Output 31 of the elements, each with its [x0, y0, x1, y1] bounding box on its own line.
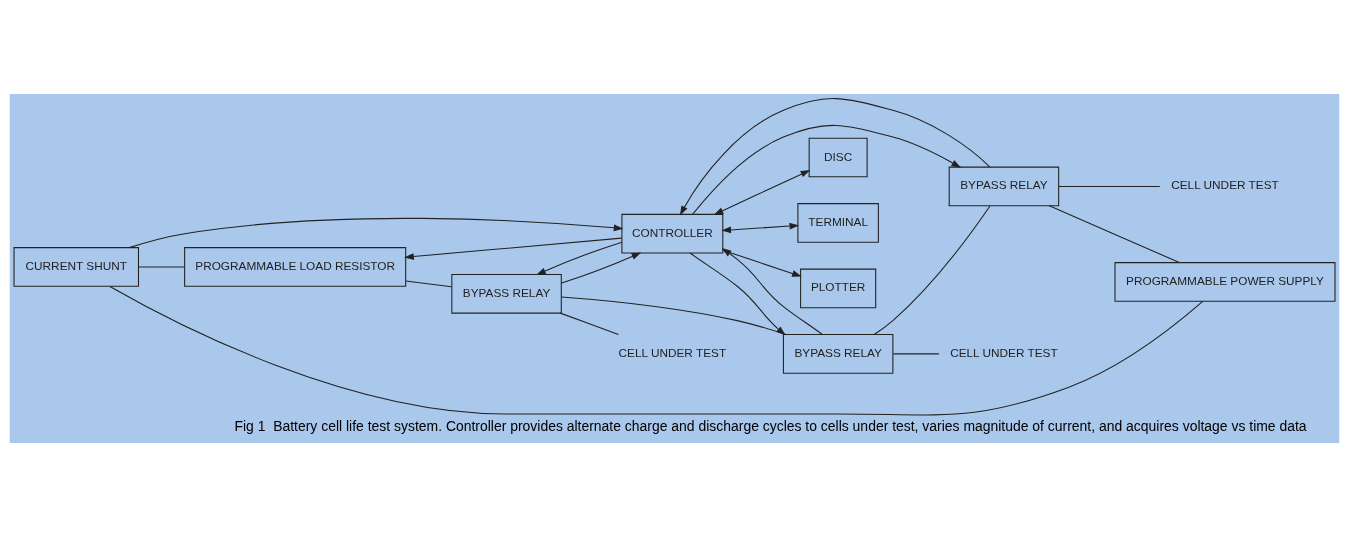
connector	[404, 280, 452, 288]
arrow	[713, 169, 810, 215]
arrow	[560, 252, 641, 284]
node-box: BYPASS RELAY	[450, 273, 562, 314]
connector	[559, 312, 619, 335]
connector	[873, 205, 991, 336]
caption: Fig 1 Battery cell life test system. Controller provides alternate charge and discharge cycles to cells under test, varies magnitude of current, and acquires voltage vs time data	[233, 417, 1307, 434]
node-text: CELL UNDER TEST	[1170, 178, 1279, 193]
node-box: CONTROLLER	[620, 213, 723, 254]
node-box: PLOTTER	[799, 268, 876, 309]
node-box: BYPASS RELAY	[782, 334, 893, 374]
arrow	[720, 222, 799, 234]
connector	[108, 285, 1203, 416]
connector	[1048, 205, 1180, 264]
arrow	[128, 217, 623, 249]
node-box: CURRENT SHUNT	[13, 247, 139, 287]
node-text: CELL UNDER TEST	[618, 345, 726, 360]
node-text: CELL UNDER TEST	[949, 345, 1058, 360]
arrow	[691, 124, 961, 215]
arrow	[535, 241, 622, 276]
arrow	[403, 237, 622, 260]
node-box: DISC	[808, 137, 868, 178]
arrow	[679, 98, 990, 216]
node-box: PROGRAMMABLE LOAD RESISTOR	[183, 247, 406, 287]
node-box: TERMINAL	[796, 203, 879, 243]
connector	[892, 353, 939, 355]
node-box: PROGRAMMABLE POWER SUPPLY	[1113, 262, 1335, 302]
connector	[137, 266, 185, 268]
arrow	[721, 249, 802, 277]
node-box: BYPASS RELAY	[948, 166, 1059, 207]
connector	[1057, 185, 1160, 187]
